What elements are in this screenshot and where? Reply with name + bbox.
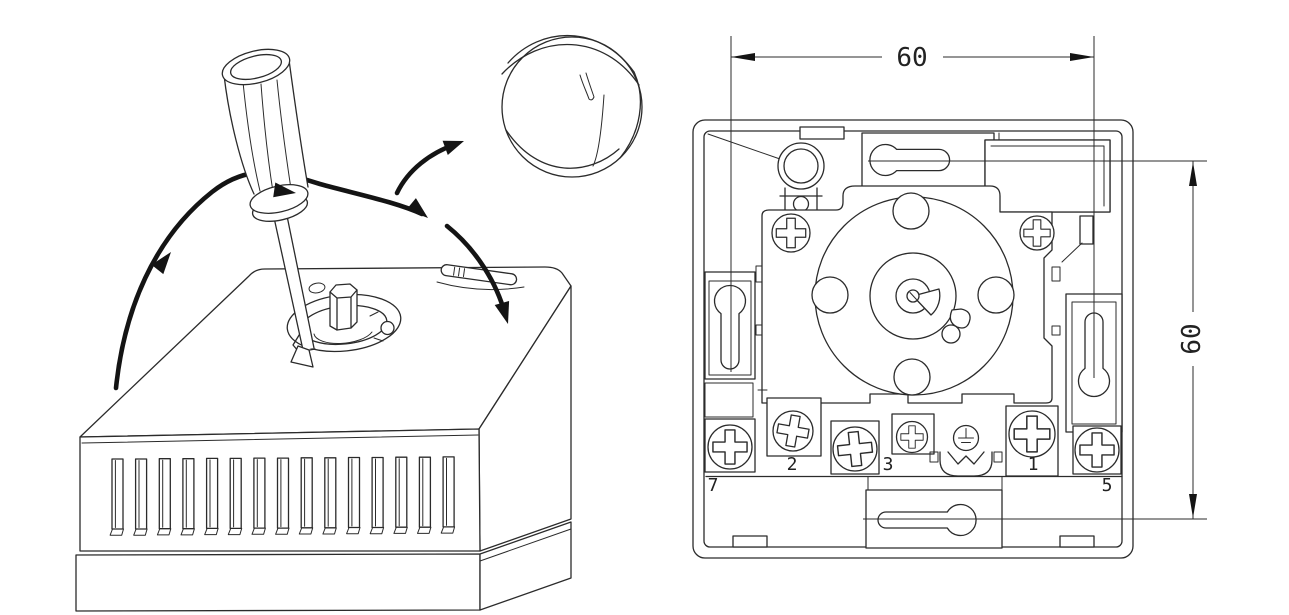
rotation-arrowheads	[151, 140, 510, 324]
screwdriver-handle-top	[221, 48, 291, 86]
top-right-compartment	[984, 139, 1111, 263]
box-top-face	[79, 266, 572, 438]
terminal-label-5: 5	[1102, 475, 1113, 496]
post-top	[892, 192, 930, 230]
terminal-screw-1	[1008, 410, 1056, 458]
terminal-label-7: 7	[708, 475, 719, 496]
isometric-view	[75, 34, 643, 612]
dimension-width-label: 60	[896, 43, 927, 73]
terminal-label-3: 3	[883, 454, 894, 475]
left-mounting-slot	[704, 271, 756, 418]
dimension-width: 60	[730, 36, 1095, 378]
cable-clamp-icon	[777, 142, 825, 215]
cable-saddle	[929, 451, 1003, 477]
terminal-screw-2	[772, 410, 814, 452]
box-front-face	[79, 428, 481, 552]
post-bottom	[893, 358, 931, 396]
post-left	[811, 276, 849, 314]
earth-symbol-icon	[952, 424, 980, 452]
screwdriver-tip	[290, 345, 314, 368]
plate-screw-top-left	[771, 213, 811, 253]
keyhole-slot-icon	[713, 284, 747, 370]
box-base-front	[75, 553, 481, 612]
terminal-screw-5	[1074, 427, 1120, 473]
terminal-label-2: 2	[787, 454, 798, 475]
plan-view: 7 2 3 1 5 60 60	[692, 36, 1207, 559]
terminal-screw-7	[707, 424, 753, 470]
corner-diagonal	[707, 133, 781, 160]
aux-screw	[895, 420, 929, 454]
case-tab-top	[799, 126, 845, 140]
knob-slot	[579, 72, 595, 101]
mechanism-plate	[755, 185, 1061, 404]
thermostat-housing	[75, 264, 572, 612]
stop-lobe	[949, 308, 971, 329]
case-tab-bottom-right	[1059, 535, 1095, 548]
rotation-arc-main	[113, 169, 425, 391]
terminal-screw-3	[832, 426, 878, 472]
terminal-label-1: 1	[1028, 454, 1039, 475]
knob-detail-icon	[501, 34, 643, 178]
plate-screw-top-right	[1019, 215, 1055, 251]
hex-spindle-icon	[329, 283, 358, 331]
screwdriver-icon	[221, 48, 315, 368]
box-base-right	[479, 521, 572, 611]
dimension-height-label: 60	[1177, 323, 1207, 354]
keyhole-slot-icon	[869, 143, 951, 177]
dimension-height: 60	[863, 160, 1207, 520]
spindle-pointer	[912, 288, 941, 316]
post-right	[977, 276, 1015, 314]
top-face-hole	[308, 282, 326, 294]
case-tab-bottom-left	[732, 535, 768, 548]
detent-ball	[380, 320, 395, 336]
clip-pin-icon	[436, 264, 525, 291]
stop-pin	[941, 324, 961, 344]
